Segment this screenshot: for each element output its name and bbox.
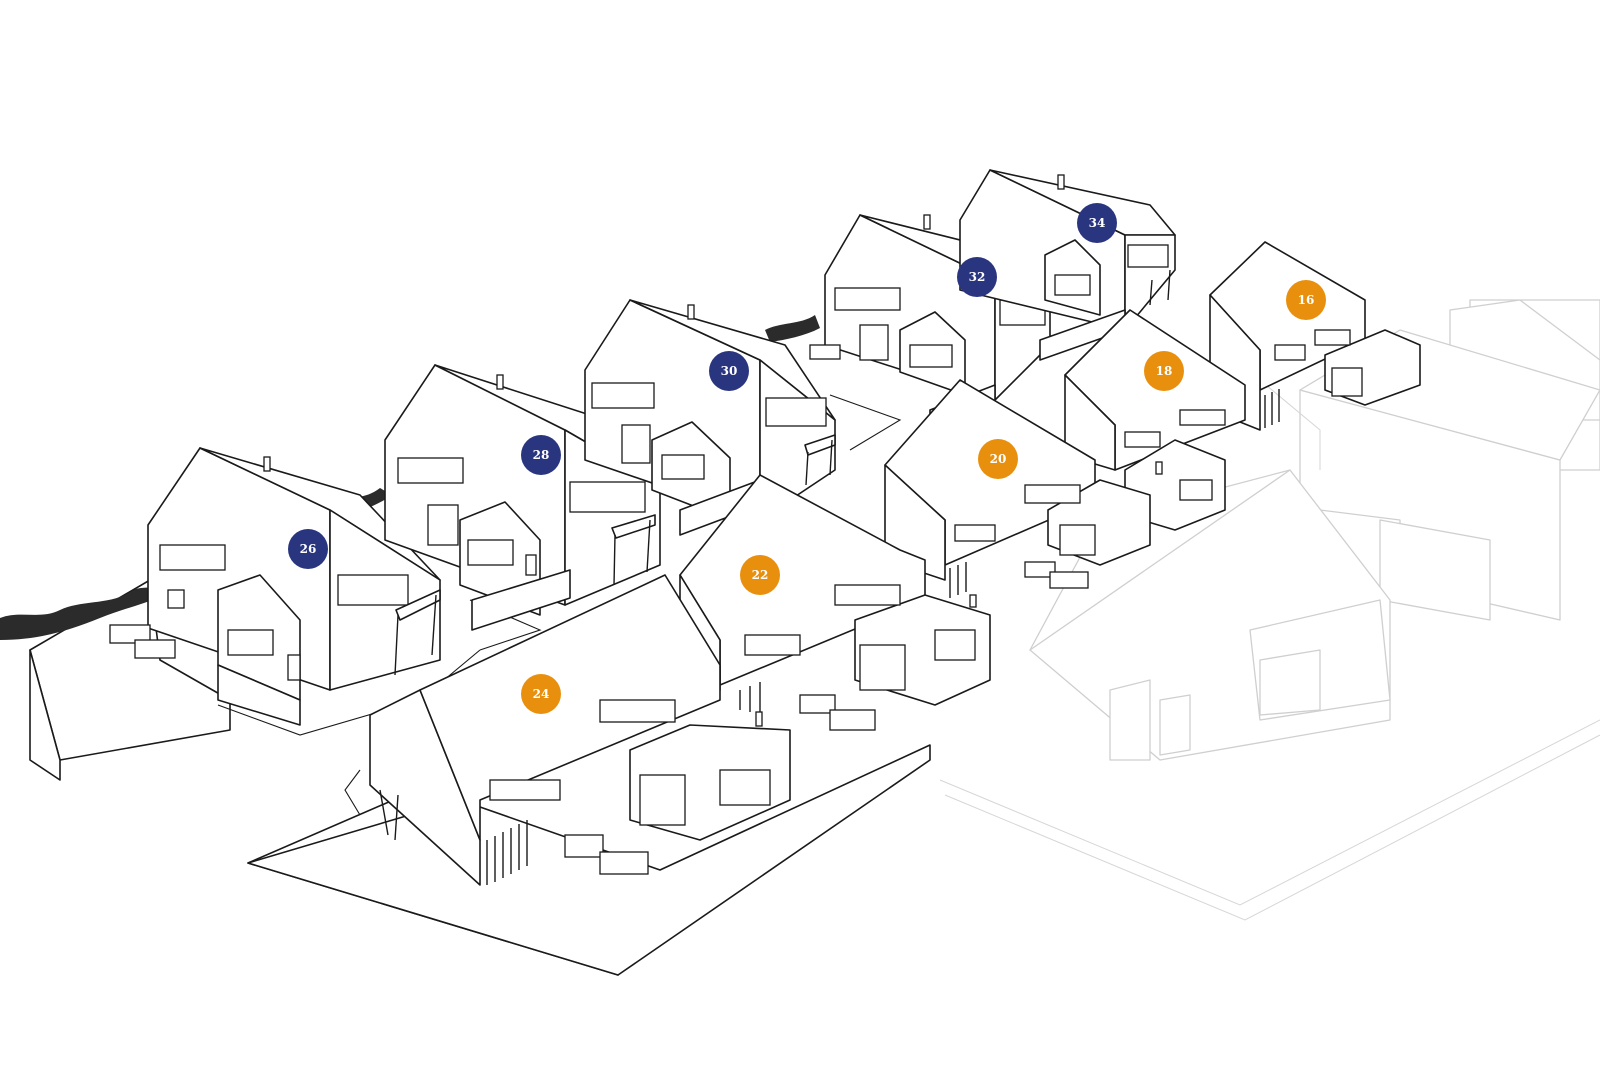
plot-marker-30-circle — [709, 351, 749, 391]
plot-marker-20-label: 20 — [990, 452, 1007, 466]
plot-marker-32-label: 32 — [969, 270, 986, 284]
plot-marker-32[interactable]: 32 — [957, 257, 997, 297]
plot-marker-20[interactable]: 20 — [978, 439, 1018, 479]
ghost-houses — [939, 299, 1600, 921]
plot-marker-26-circle — [288, 529, 328, 569]
plot-marker-26[interactable]: 26 — [288, 529, 328, 569]
house-24 — [369, 574, 791, 886]
plot-marker-22[interactable]: 22 — [740, 555, 780, 595]
plot-marker-18-label: 18 — [1156, 364, 1173, 378]
house-30 — [584, 299, 836, 536]
house-22-slats — [739, 682, 761, 714]
plot-marker-34[interactable]: 34 — [1077, 203, 1117, 243]
plot-marker-24[interactable]: 24 — [521, 674, 561, 714]
garden-furniture — [109, 344, 1089, 875]
plot-marker-34-label: 34 — [1089, 216, 1106, 230]
plot-marker-32-circle — [957, 257, 997, 297]
house-16-slats — [1264, 389, 1280, 428]
plot-marker-24-circle — [521, 674, 561, 714]
plot-marker-28-label: 28 — [533, 448, 550, 462]
plot-marker-30-label: 30 — [721, 364, 738, 378]
house-16 — [1209, 241, 1421, 431]
house-32 — [824, 214, 1051, 436]
house-26 — [147, 447, 441, 726]
plot-marker-24-label: 24 — [533, 687, 550, 701]
plot-marker-34-circle — [1077, 203, 1117, 243]
plot-marker-22-label: 22 — [752, 568, 769, 582]
plot-marker-16[interactable]: 16 — [1286, 280, 1326, 320]
plot-marker-22-circle — [740, 555, 780, 595]
house-24-slats — [486, 820, 528, 885]
plot-marker-28[interactable]: 28 — [521, 435, 561, 475]
house-28 — [384, 364, 661, 631]
plot-marker-26-label: 26 — [300, 542, 317, 556]
plot-marker-28-circle — [521, 435, 561, 475]
plot-marker-16-circle — [1286, 280, 1326, 320]
plot-marker-20-circle — [978, 439, 1018, 479]
plot-marker-18[interactable]: 18 — [1144, 351, 1184, 391]
plot-marker-18-circle — [1144, 351, 1184, 391]
plot-marker-30[interactable]: 30 — [709, 351, 749, 391]
plot-marker-16-label: 16 — [1298, 293, 1315, 307]
house-20-slats — [949, 562, 967, 598]
